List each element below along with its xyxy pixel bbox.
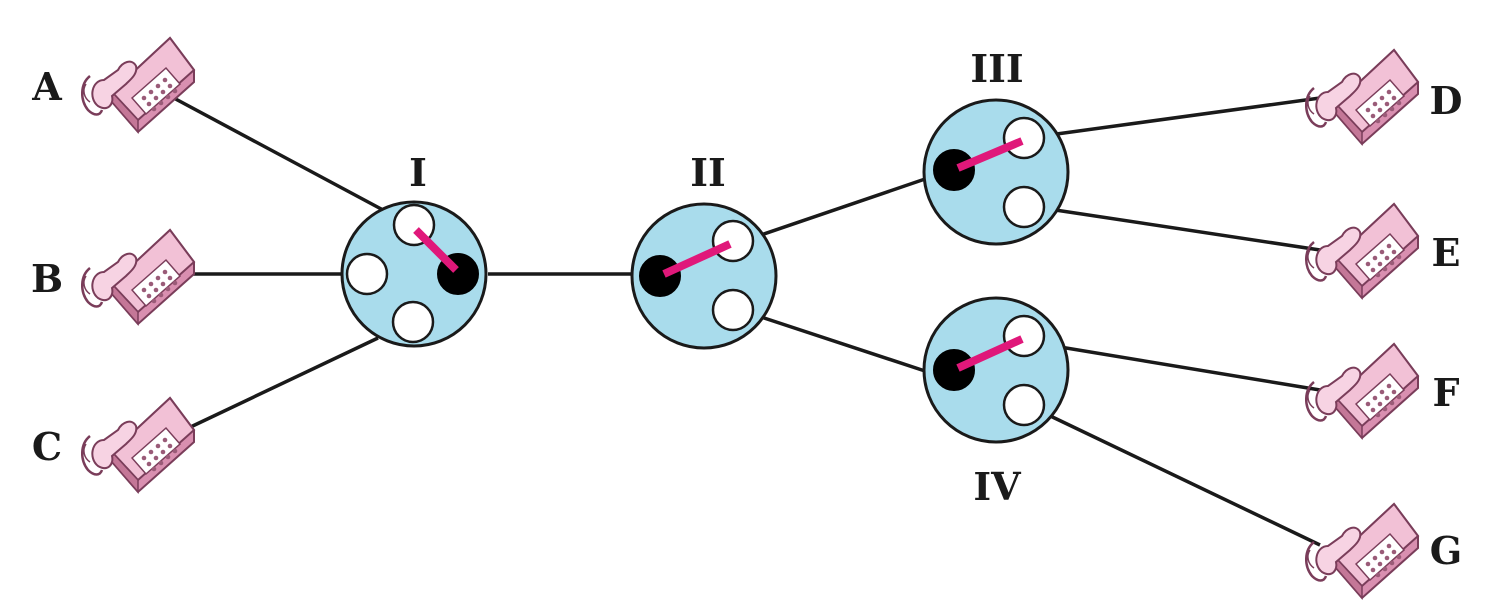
- switch-i-label: I: [409, 150, 427, 195]
- switch-iii-port-in: [934, 150, 974, 190]
- station-f-label: F: [1433, 370, 1460, 415]
- switch-i: [342, 202, 486, 346]
- switch-i-port-b: [347, 254, 387, 294]
- station-c: C: [32, 398, 194, 492]
- switch-ii-port-lower: [713, 290, 753, 330]
- station-g-label: G: [1430, 528, 1462, 573]
- switch-iv-port-g: [1004, 385, 1044, 425]
- station-d: D: [1306, 50, 1462, 144]
- station-b: B: [31, 230, 194, 324]
- switch-ii-label: II: [690, 150, 726, 195]
- telephone-icon: [1306, 204, 1418, 298]
- station-d-label: D: [1430, 78, 1463, 123]
- link-switch-ii-switch-iii: [758, 178, 928, 236]
- switch-iii-label: III: [970, 46, 1023, 91]
- switch-ii: [632, 204, 776, 348]
- link-switch-iii-d: [1042, 98, 1320, 136]
- station-f: F: [1306, 344, 1459, 438]
- telephone-icon: [82, 230, 194, 324]
- link-switch-iv-g: [1042, 412, 1320, 545]
- link-switch-ii-switch-iv: [758, 316, 928, 372]
- switch-iii: [924, 100, 1068, 244]
- station-a-label: A: [31, 64, 62, 109]
- link-switch-iv-f: [1042, 344, 1320, 390]
- telephone-icon: [1306, 344, 1418, 438]
- telephone-icon: [1306, 50, 1418, 144]
- switch-iv: [924, 298, 1068, 442]
- switch-iii-port-d: [1004, 118, 1044, 158]
- station-e-label: E: [1432, 230, 1461, 275]
- station-c-label: C: [32, 424, 62, 469]
- switch-iv-port-in: [934, 350, 974, 390]
- telephone-icon: [82, 398, 194, 492]
- link-a-switch-i: [170, 96, 398, 218]
- switch-iii-port-e: [1004, 187, 1044, 227]
- telephone-icon: [1306, 504, 1418, 598]
- switch-iv-label: IV: [973, 464, 1022, 509]
- station-e: E: [1306, 204, 1460, 298]
- switch-iv-port-f: [1004, 316, 1044, 356]
- switch-ii-port-upper: [713, 221, 753, 261]
- telephone-icon: [82, 38, 194, 132]
- link-c-switch-i: [180, 338, 378, 432]
- link-switch-iii-e: [1042, 208, 1320, 250]
- station-b-label: B: [31, 256, 63, 301]
- station-g: G: [1306, 504, 1462, 598]
- switch-i-port-c: [393, 302, 433, 342]
- station-a: A: [31, 38, 194, 132]
- switch-ii-port-in: [640, 256, 680, 296]
